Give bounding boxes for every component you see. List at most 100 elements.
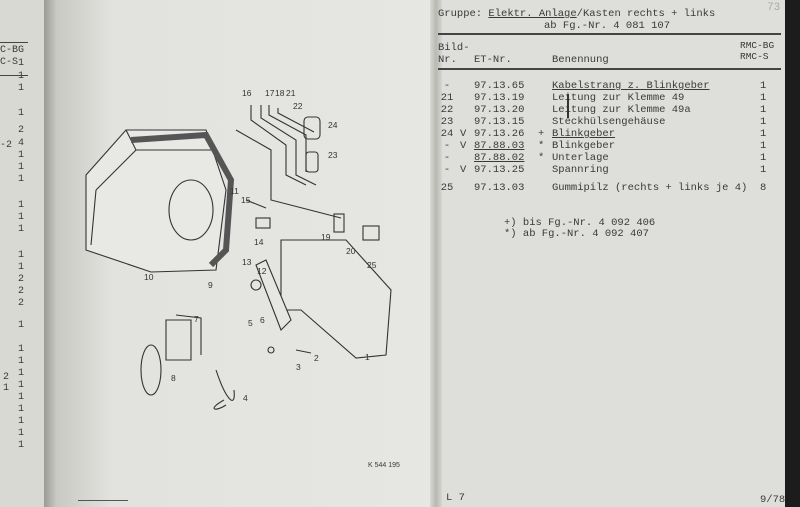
row-mark: * <box>538 140 545 152</box>
row-benennung: Blinkgeber <box>552 128 616 140</box>
binding-gutter <box>44 0 56 507</box>
left-qty: 1 <box>17 212 24 223</box>
col-nr: Nr. <box>438 54 457 66</box>
left-qty: 1 <box>17 368 24 379</box>
callout-5: 5 <box>248 318 253 328</box>
row-bild-nr: - <box>443 140 451 152</box>
row-bild-nr: 24 <box>440 128 454 140</box>
row-et-nr: 97.13.15 <box>474 116 525 128</box>
row-bild-nr: - <box>443 164 451 176</box>
left-qty: 1 <box>17 440 24 451</box>
callout-25: 25 <box>367 260 377 270</box>
left-qty: 2 <box>17 274 24 285</box>
row-et-nr: 97.13.65 <box>474 80 525 92</box>
callout-22: 22 <box>293 101 303 111</box>
callout-6: 6 <box>260 315 265 325</box>
row-variant-flag: V <box>460 164 467 176</box>
row-et-nr: 97.13.25 <box>474 164 525 176</box>
left-qty: 1 <box>17 320 24 331</box>
row-benennung: Gummipilz (rechts + links je 4) <box>552 182 748 194</box>
callout-1: 1 <box>365 352 370 362</box>
side-mark: 1 <box>3 383 10 394</box>
exploded-parts-diagram <box>85 105 392 410</box>
row-benennung: Blinkgeber <box>552 140 616 152</box>
callout-7: 7 <box>194 314 199 324</box>
footer-left: L 7 <box>446 492 465 504</box>
callout-15: 15 <box>241 195 251 205</box>
left-qty: 1 <box>17 58 24 69</box>
row-qty: 1 <box>760 116 767 128</box>
left-qty: 1 <box>17 250 24 261</box>
row-variant-flag: V <box>460 128 467 140</box>
footer-right: 9/78 <box>760 494 786 506</box>
row-bild-nr: 25 <box>440 182 454 194</box>
left-qty: 1 <box>17 392 24 403</box>
arrow-line <box>78 500 128 501</box>
row-qty: 1 <box>760 164 767 176</box>
left-qty: 1 <box>17 356 24 367</box>
group-label: Gruppe: <box>438 8 483 20</box>
row-benennung: Leitung zur Klemme 49a <box>552 104 691 116</box>
parts-list-page: Gruppe: Elektr. Anlage/Kasten rechts + l… <box>438 0 786 507</box>
callout-8: 8 <box>171 373 176 383</box>
group-rest: /Kasten rechts + links <box>576 8 716 20</box>
row-qty: 8 <box>760 182 767 194</box>
row-et-nr: 97.13.20 <box>474 104 525 116</box>
callout-24: 24 <box>328 120 338 130</box>
callout-12: 12 <box>257 266 267 276</box>
left-qty: 2 <box>17 125 24 136</box>
group-name: Elektr. Anlage <box>488 8 577 20</box>
left-qty: 1 <box>17 262 24 273</box>
side-mark: 2 <box>3 372 10 383</box>
left-qty: 4 <box>17 138 24 149</box>
left-qty: 1 <box>17 428 24 439</box>
callout-2: 2 <box>314 353 319 363</box>
from-chassis: ab Fg.-Nr. 4 081 107 <box>544 20 671 32</box>
col-qty1: RMC-BG <box>740 40 775 51</box>
callout-10: 10 <box>144 272 154 282</box>
row-qty: 1 <box>760 128 767 140</box>
row-et-nr: 87.88.02 <box>474 152 525 164</box>
callout-3: 3 <box>296 362 301 372</box>
left-qty: 1 <box>17 344 24 355</box>
page-pencil-mark: 73 <box>767 2 781 14</box>
left-qty: 1 <box>17 174 24 185</box>
row-benennung: Leitung zur Klemme 49 <box>552 92 685 104</box>
left-qty: 1 <box>17 416 24 427</box>
col-benennung: Benennung <box>552 54 609 66</box>
callout-20: 20 <box>346 246 356 256</box>
callout-9: 9 <box>208 280 213 290</box>
left-qty: 1 <box>17 380 24 391</box>
drawing-code: K 544 195 <box>368 462 400 469</box>
row-bild-nr: 22 <box>440 104 454 116</box>
row-et-nr: 97.13.03 <box>474 182 525 194</box>
left-qty: 2 <box>17 298 24 309</box>
callout-23: 23 <box>328 150 338 160</box>
row-bild-nr: 21 <box>440 92 454 104</box>
row-qty: 1 <box>760 152 767 164</box>
callout-17: 17 <box>265 88 275 98</box>
row-qty: 1 <box>760 80 767 92</box>
callout-4: 4 <box>243 393 248 403</box>
row-benennung: Spannring <box>552 164 609 176</box>
callout-16: 16 <box>242 88 252 98</box>
left-header-2: C-S <box>0 57 19 68</box>
left-qty: 1 <box>17 83 24 94</box>
row-variant-flag: V <box>460 140 467 152</box>
row-bild-nr: - <box>443 152 451 164</box>
row-qty: 1 <box>760 92 767 104</box>
callout-13: 13 <box>242 257 252 267</box>
row-benennung: Unterlage <box>552 152 609 164</box>
left-qty: 1 <box>17 108 24 119</box>
side-mark: -2 <box>0 140 13 151</box>
row-et-nr: 97.13.26 <box>474 128 525 140</box>
grouping-arrow <box>567 94 569 118</box>
col-bild: Bild- <box>438 42 470 54</box>
left-header-1: C-BG <box>0 45 25 56</box>
row-qty: 1 <box>760 140 767 152</box>
callout-14: 14 <box>254 237 264 247</box>
row-et-nr: 97.13.19 <box>474 92 525 104</box>
col-et: ET-Nr. <box>474 54 512 66</box>
row-benennung: Steckhülsengehäuse <box>552 116 666 128</box>
